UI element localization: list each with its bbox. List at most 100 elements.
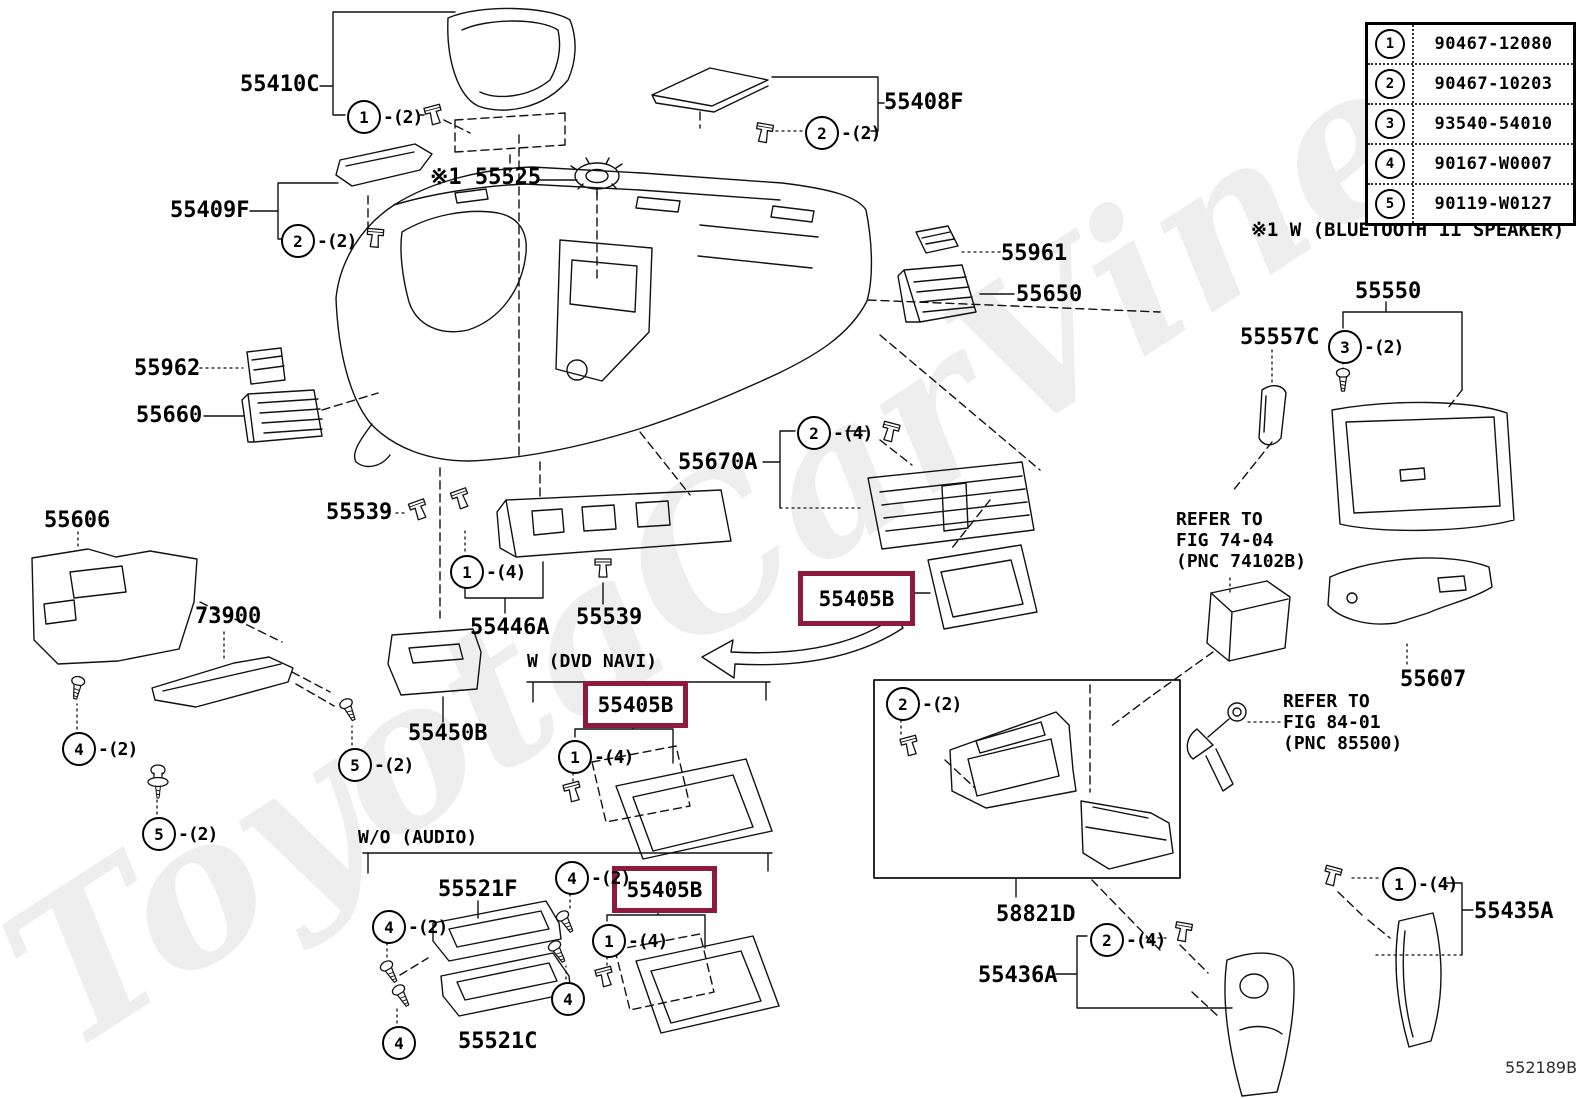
callout-count: -(2) xyxy=(841,122,881,144)
part-label-55539-a[interactable]: 55539 xyxy=(326,500,393,525)
section-header-dvd-navi: W (DVD NAVI) xyxy=(527,651,658,672)
part-label-55409f[interactable]: 55409F xyxy=(170,198,250,223)
dotted-leaders xyxy=(76,130,1463,1024)
part-55521f-sketch xyxy=(432,900,562,962)
part-58821d-bin-sketch xyxy=(1080,800,1174,870)
callout-circle: 1 xyxy=(558,740,592,774)
callout-circle: 1 xyxy=(347,100,381,134)
part-fig74-sketch xyxy=(1206,580,1291,662)
highlighted-part-55405b-2[interactable]: 55405B xyxy=(583,681,688,728)
part-label-55550[interactable]: 55550 xyxy=(1355,279,1422,304)
highlighted-part-55405b-1[interactable]: 55405B xyxy=(798,571,915,626)
callout-55550: 3-(2) xyxy=(1328,330,1404,364)
callout-count: -(4) xyxy=(1418,873,1458,895)
ref-line: (PNC 85500) xyxy=(1283,733,1403,754)
callout-wo-4b: 4-(2) xyxy=(555,861,631,895)
part-label-55557c[interactable]: 55557C xyxy=(1240,325,1320,350)
part-label-55450b[interactable]: 55450B xyxy=(408,721,488,746)
callout-circle: 4 xyxy=(551,982,585,1016)
callout-count: -(4) xyxy=(628,930,668,952)
callout-count: -(2) xyxy=(591,867,631,889)
callout-circle: 2 xyxy=(886,687,920,721)
callout-55410c: 1-(2) xyxy=(347,100,423,134)
callout-circle: 5 xyxy=(338,748,372,782)
ref-line: REFER TO xyxy=(1283,691,1370,712)
part-label-58821d[interactable]: 58821D xyxy=(996,902,1076,927)
callout-circle: 4 xyxy=(62,732,96,766)
dashboard-sketch xyxy=(335,166,873,462)
callout-count: -(2) xyxy=(1364,336,1404,358)
part-label-55539-b[interactable]: 55539 xyxy=(576,605,643,630)
part-label-55521c[interactable]: 55521C xyxy=(458,1029,538,1054)
ref-note-fig84: REFER TO FIG 84-01 (PNC 85500) xyxy=(1283,691,1402,754)
part-label-55660[interactable]: 55660 xyxy=(136,403,203,428)
fastener-part-number: 90467-10203 xyxy=(1434,74,1553,94)
drawing-code: 552189B xyxy=(1505,1058,1578,1077)
fastener-part-number: 93540-54010 xyxy=(1434,114,1553,134)
part-label-55961[interactable]: 55961 xyxy=(1001,241,1068,266)
part-label-55410c[interactable]: 55410C xyxy=(240,72,320,97)
callout-wo-1: 1-(4) xyxy=(592,924,668,958)
fastener-index-icon: 1 xyxy=(1368,25,1414,63)
ref-note-fig74: REFER TO FIG 74-04 (PNC 74102B) xyxy=(1176,509,1306,572)
callout-count: -(4) xyxy=(486,561,526,583)
part-label-55525[interactable]: ※1 55525 xyxy=(430,165,542,190)
ref-line: FIG 74-04 xyxy=(1176,530,1274,551)
part-55557c-sketch xyxy=(1258,385,1287,446)
section-header-wo-audio: W/O (AUDIO) xyxy=(358,827,478,848)
part-55962-sketch xyxy=(246,347,286,385)
part-58821d-console-sketch xyxy=(949,711,1077,809)
part-label-55962[interactable]: 55962 xyxy=(134,356,201,381)
ref-line: FIG 84-01 xyxy=(1283,712,1381,733)
arrow-sketch xyxy=(701,615,904,679)
part-label-73900[interactable]: 73900 xyxy=(195,604,262,629)
callout-circle: 4 xyxy=(382,1026,416,1060)
callout-55436a: 2-(4) xyxy=(1090,923,1166,957)
callout-count: -(2) xyxy=(178,823,218,845)
ref-line: (PNC 74102B) xyxy=(1176,551,1307,572)
callout-circle: 4 xyxy=(372,910,406,944)
callout-circle: 1 xyxy=(1382,867,1416,901)
callout-dvd-1: 1-(4) xyxy=(558,740,634,774)
fastener-index-icon: 3 xyxy=(1368,105,1414,143)
callout-circle: 4 xyxy=(555,861,589,895)
callout-circle: 2 xyxy=(797,416,831,450)
callout-55446a: 1-(4) xyxy=(450,555,526,589)
part-label-55435a[interactable]: 55435A xyxy=(1474,899,1554,924)
callout-count: -(2) xyxy=(408,916,448,938)
part-55436a-sketch xyxy=(1224,952,1295,1097)
part-55409f-sketch xyxy=(335,143,433,187)
callout-circle: 1 xyxy=(450,555,484,589)
callout-73900-a: 5-(2) xyxy=(142,817,218,851)
part-55606-sketch xyxy=(31,548,198,665)
part-label-55650[interactable]: 55650 xyxy=(1016,282,1083,307)
callout-wo-4d: 4 xyxy=(551,982,587,1016)
part-55660-sketch xyxy=(241,389,323,443)
part-label-55408f[interactable]: 55408F xyxy=(884,90,964,115)
callout-count: -(2) xyxy=(98,738,138,760)
callout-55408f: 2-(2) xyxy=(805,116,881,150)
callout-73900-b: 5-(2) xyxy=(338,748,414,782)
callout-circle: 1 xyxy=(592,924,626,958)
part-label-55521f[interactable]: 55521F xyxy=(438,877,518,902)
part-label-55436a[interactable]: 55436A xyxy=(978,963,1058,988)
part-lighter-sketch xyxy=(1186,702,1247,792)
part-label-55670a[interactable]: 55670A xyxy=(678,450,758,475)
callout-55435a: 1-(4) xyxy=(1382,867,1458,901)
part-55450b-sketch xyxy=(387,628,482,696)
part-55408f-sketch xyxy=(651,67,769,113)
part-label-55606[interactable]: 55606 xyxy=(44,508,111,533)
part-55405b-sketch-a xyxy=(927,544,1038,630)
highlighted-part-55405b-3[interactable]: 55405B xyxy=(612,866,717,913)
callout-count: -(2) xyxy=(317,230,357,252)
callout-count: -(4) xyxy=(1126,929,1166,951)
part-55961-sketch xyxy=(915,225,959,254)
part-label-55446a[interactable]: 55446A xyxy=(470,615,550,640)
callout-count: -(2) xyxy=(922,693,962,715)
part-label-55607[interactable]: 55607 xyxy=(1400,667,1467,692)
